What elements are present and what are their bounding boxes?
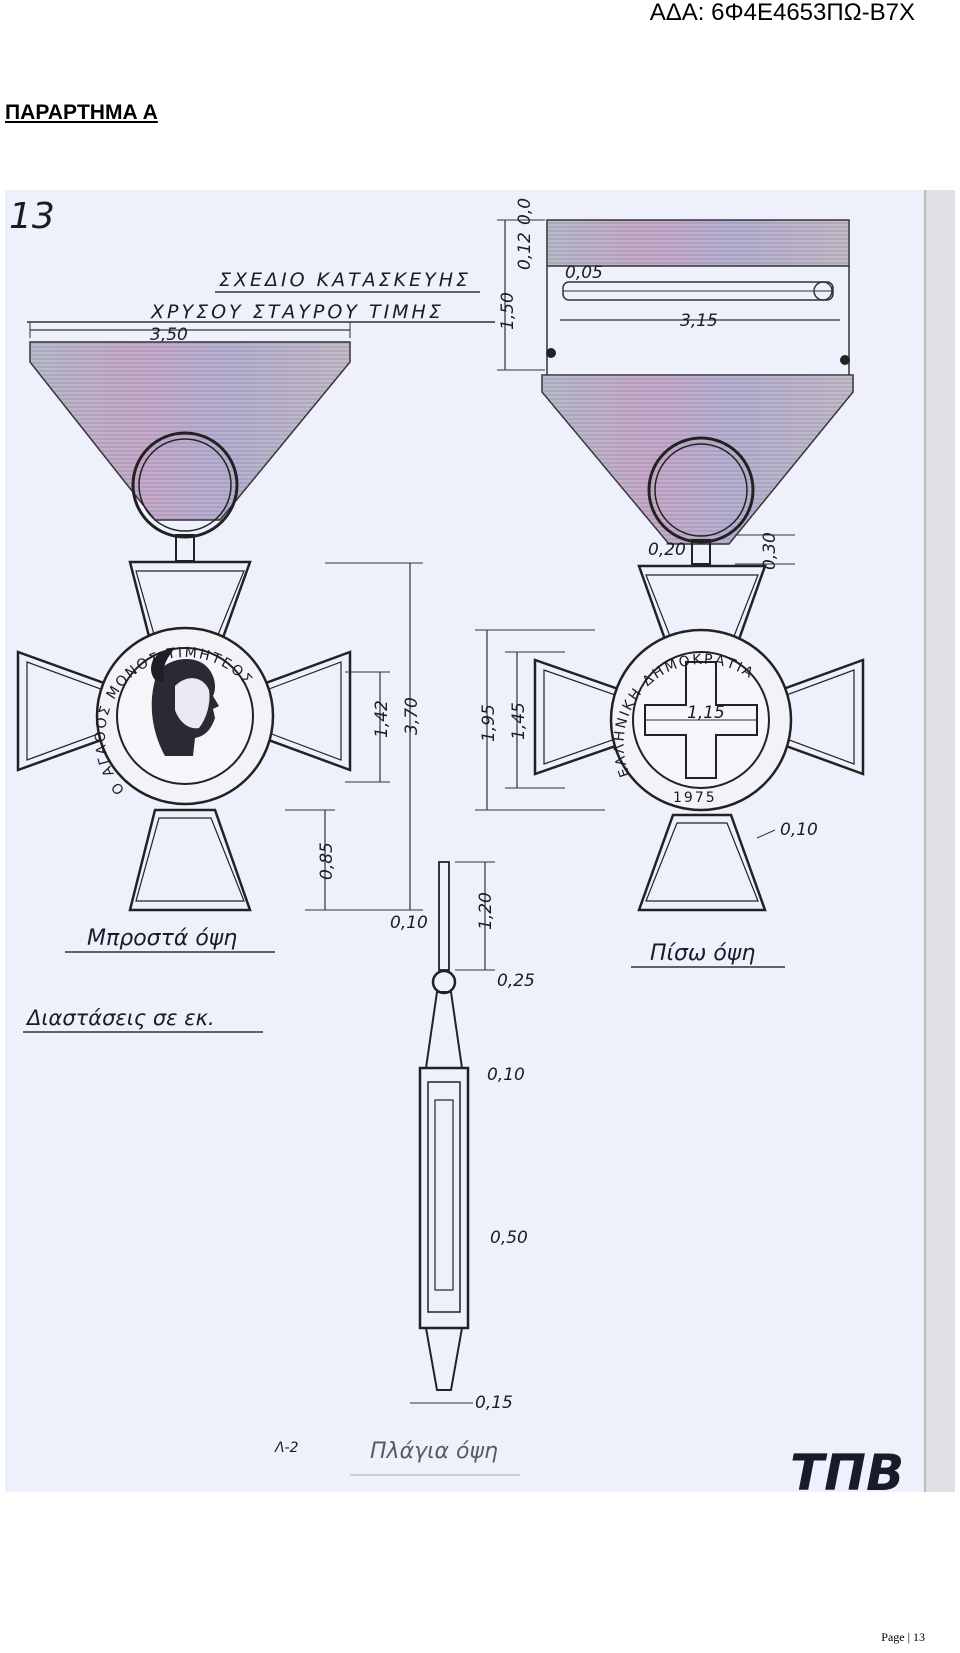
back-year: 1975: [673, 790, 717, 806]
page-number: Page | 13: [881, 1630, 925, 1644]
dim-loop-height: 0,30: [760, 532, 780, 570]
dim-back-inner: 1,45: [509, 702, 529, 740]
dim-top-tiny: 0,0: [515, 198, 535, 225]
dim-medallion: 1,42: [372, 700, 392, 738]
medal-technical-drawing: 13 ΣΧΕΔΙΟ ΚΑΤΑΣΚΕΥΗΣ ΧΡΥΣΟΥ ΣΤΑΥΡΟΥ ΤΙΜΗ…: [9, 190, 955, 1492]
dim-side-top-thick: 0,10: [390, 913, 428, 933]
dim-side-body: 0,50: [490, 1228, 528, 1248]
dim-side-edge: 0,10: [487, 1065, 525, 1085]
scanned-drawing: 13 ΣΧΕΔΙΟ ΚΑΤΑΣΚΕΥΗΣ ΧΡΥΣΟΥ ΣΤΑΥΡΟΥ ΤΙΜΗ…: [5, 190, 955, 1492]
back-view-label: Πίσω όψη: [650, 941, 755, 966]
dim-ribbon-width: 3,50: [150, 325, 188, 345]
dim-back-outer: 1,95: [479, 704, 499, 742]
annex-heading: ΠΑΡΑΡΤΗΜΑ Α: [5, 101, 158, 124]
page-mark: Λ-2: [274, 1440, 299, 1456]
front-view-medal: 3,50 Ο ΑΓΑ: [16, 322, 423, 912]
dim-inner-cross: 1,15: [687, 703, 725, 723]
drawing-title-line1: ΣΧΕΔΙΟ ΚΑΤΑΣΚΕΥΗΣ: [219, 269, 471, 291]
front-view-label: Μπροστά όψη: [87, 926, 237, 951]
dim-arm-thickness: 0,10: [780, 820, 818, 840]
dims-note: Διαστάσεις σε εκ.: [25, 1006, 215, 1030]
ada-code: ΑΔΑ: 6Φ4Ε4653ΠΩ-Β7Χ: [649, 0, 915, 26]
dim-top-small: 0,12: [515, 232, 535, 270]
dim-cross-total: 3,70: [402, 697, 422, 735]
dim-arm-bottom: 0,85: [317, 842, 337, 880]
signature: ΤΠΒ: [790, 1444, 904, 1492]
dim-ring: 0,25: [497, 971, 535, 991]
dim-pin-gap: 0,05: [565, 263, 603, 283]
dim-side-top-len: 1,20: [476, 892, 496, 930]
corner-mark: 13: [9, 196, 55, 237]
dim-side-bottom: 0,15: [475, 1393, 513, 1413]
side-view-medal: 0,10 1,20 0,25 0,10 0,50 0,15: [390, 861, 535, 1413]
dim-ribbon-height: 1,50: [498, 292, 518, 330]
dim-loop-width: 0,20: [648, 540, 686, 560]
drawing-title-line2: ΧΡΥΣΟΥ ΣΤΑΥΡΟΥ ΤΙΜΗΣ: [150, 301, 444, 323]
back-view-medal: 1,50 0,12 0,0 0,05 3,15 0,20: [475, 198, 865, 912]
dim-pin-width: 3,15: [680, 311, 718, 331]
side-view-label: Πλάγια όψη: [370, 1439, 498, 1464]
